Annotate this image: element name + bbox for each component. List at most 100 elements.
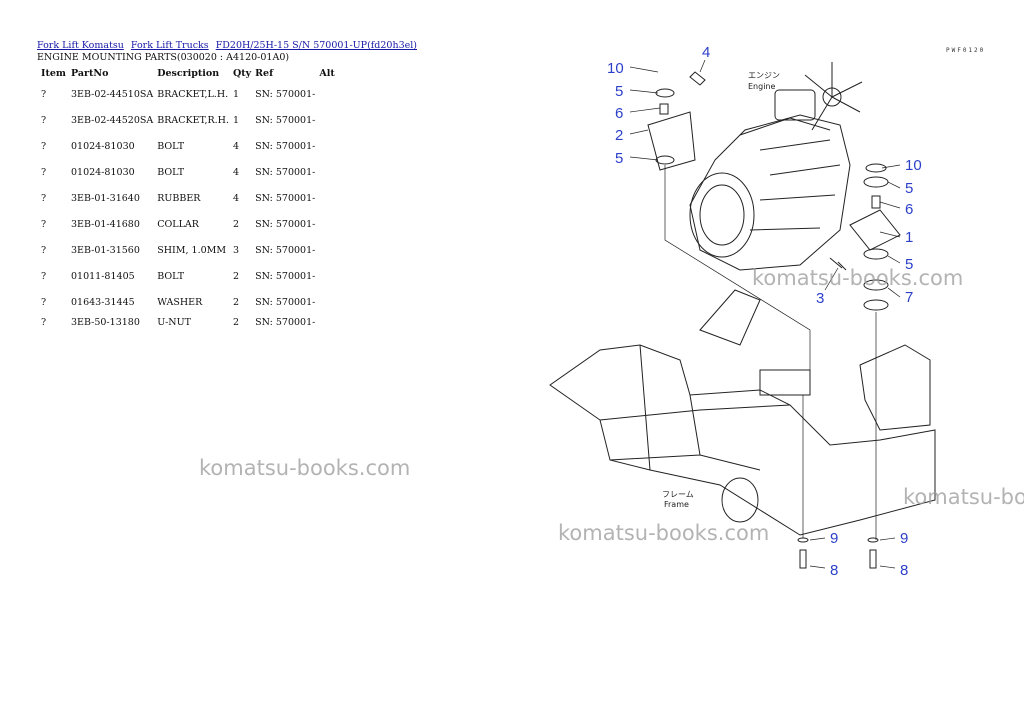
header-item: Item [41,67,66,79]
frame [549,344,936,536]
cell-description: BOLT [157,270,185,282]
callout-9b: 9 [900,530,908,547]
cell-item: ? [41,166,47,178]
table-row: ? 01024-81030 BOLT 4 SN: 570001- [37,159,351,185]
frame-label-en: Frame [664,500,689,509]
cell-alt [317,315,351,329]
cell-alt [317,237,351,263]
engine-drawing [549,62,936,569]
cell-partno: 01011-81405 [71,270,135,282]
engine-top-component [774,89,816,121]
breadcrumb: Fork Lift Komatsu Fork Lift Trucks FD20H… [37,40,421,51]
cell-qty: 2 [232,270,240,282]
cell-qty: 4 [232,166,240,178]
breadcrumb-link-fork-lift-komatsu[interactable]: Fork Lift Komatsu [37,40,124,51]
frame-label-jp: フレーム [662,490,694,499]
cell-alt [317,107,351,133]
breadcrumb-link-fork-lift-trucks[interactable]: Fork Lift Trucks [130,40,209,51]
bracket-left [647,111,696,171]
flywheel [699,184,745,246]
callout-5c: 5 [905,180,913,197]
frame-right-bracket [859,344,931,431]
cell-description: BRACKET,L.H. [157,88,229,100]
cell-qty: 4 [232,140,240,152]
cell-description: SHIM, 1.0MM [157,244,227,256]
cell-alt [317,211,351,237]
engine-block [689,114,851,271]
engine-label-jp: エンジン [748,71,780,80]
table-row: ? 3EB-02-44520SA BRACKET,R.H. 1 SN: 5700… [37,107,351,133]
table-row: ? 01024-81030 BOLT 4 SN: 570001- [37,133,351,159]
cell-item: ? [41,270,47,282]
cell-alt [317,133,351,159]
cell-partno: 3EB-02-44520SA [71,114,154,126]
engine-detail-lines [739,117,841,231]
frame-left-bracket [699,289,761,346]
engine-label-en: Engine [748,82,775,91]
callout-3: 3 [816,290,824,307]
drawing-code: PWF0120 [946,47,986,54]
cell-partno: 3EB-01-31640 [71,192,140,204]
table-row: ? 01011-81405 BOLT 2 SN: 570001- [37,263,351,289]
header-qty: Qty [232,67,252,79]
cell-description: U-NUT [157,316,191,328]
header-partno: PartNo [71,67,109,79]
cell-qty: 3 [232,244,240,256]
frame-detail-lines [599,344,791,471]
leader-lines [629,59,901,569]
header-alt: Alt [319,67,335,79]
cell-partno: 3EB-01-31560 [71,244,140,256]
callout-6b: 6 [905,201,913,218]
cell-partno: 01024-81030 [71,140,135,152]
callout-5a: 5 [615,83,623,100]
callout-10a: 10 [607,60,624,77]
cell-description: WASHER [157,296,203,308]
cell-item: ? [41,88,47,100]
callout-5d: 5 [905,256,913,273]
drawing-labels: エンジン Engine フレーム Frame [662,71,780,509]
cell-ref: SN: 570001- [255,296,316,308]
table-row: ? 3EB-50-13180 U-NUT 2 SN: 570001- [37,315,351,329]
table-row: ? 3EB-01-31560 SHIM, 1.0MM 3 SN: 570001- [37,237,351,263]
cell-ref: SN: 570001- [255,88,316,100]
cell-ref: SN: 570001- [255,244,316,256]
cell-qty: 2 [232,316,240,328]
cell-item: ? [41,192,47,204]
cell-ref: SN: 570001- [255,316,316,328]
header-ref: Ref [255,67,274,79]
callout-2: 2 [615,127,623,144]
cell-ref: SN: 570001- [255,166,316,178]
cell-description: RUBBER [157,192,201,204]
cell-description: BOLT [157,140,185,152]
cell-description: BRACKET,R.H. [157,114,229,126]
cell-item: ? [41,140,47,152]
cell-item: ? [41,296,47,308]
callout-9a: 9 [830,530,838,547]
cell-alt [317,185,351,211]
breadcrumb-link-model[interactable]: FD20H/25H-15 S/N 570001-UP(fd20h3el) [215,40,417,51]
cell-partno: 3EB-50-13180 [71,316,140,328]
cell-alt [317,263,351,289]
callout-numbers: 10 4 5 6 2 5 10 5 6 1 5 3 7 9 8 9 8 [607,44,922,579]
cell-alt [317,81,351,107]
cell-ref: SN: 570001- [255,140,316,152]
frame-center-bracket [759,369,811,396]
cell-partno: 01643-31445 [71,296,135,308]
cell-qty: 1 [232,114,240,126]
table-header-row: Item PartNo Description Qty Ref Alt [37,65,351,81]
callout-10b: 10 [905,157,922,174]
watermark: komatsu-books.com [199,456,411,480]
cell-partno: 3EB-01-41680 [71,218,140,230]
callout-5b: 5 [615,150,623,167]
cell-qty: 2 [232,296,240,308]
fan [804,62,863,131]
page-title: ENGINE MOUNTING PARTS(030020 : A4120-01A… [37,52,290,63]
parts-table: Item PartNo Description Qty Ref Alt ? 3E… [37,65,351,329]
cell-alt [317,159,351,185]
cell-qty: 1 [232,88,240,100]
cell-partno: 01024-81030 [71,166,135,178]
table-row: ? 3EB-02-44510SA BRACKET,L.H. 1 SN: 5700… [37,81,351,107]
table-row: ? 01643-31445 WASHER 2 SN: 570001- [37,289,351,315]
table-row: ? 3EB-01-31640 RUBBER 4 SN: 570001- [37,185,351,211]
flywheel-housing [689,172,755,258]
